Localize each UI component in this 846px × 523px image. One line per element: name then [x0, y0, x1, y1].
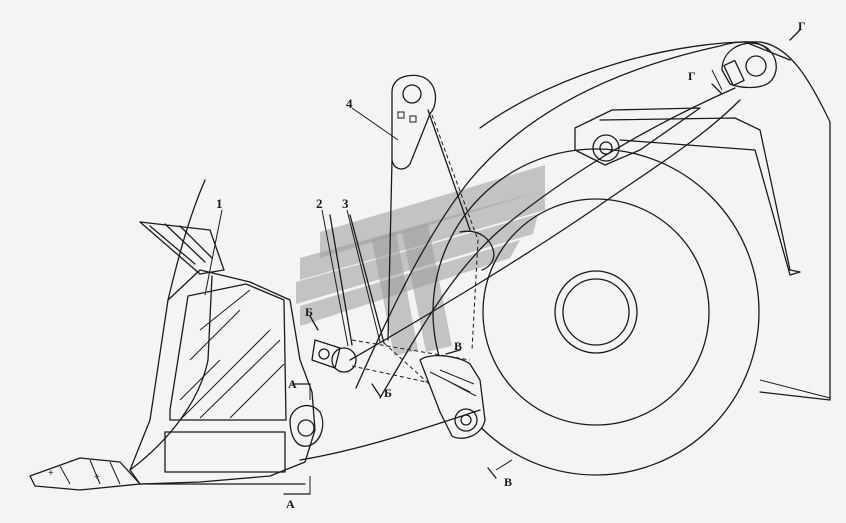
section-label-a-top: А — [288, 377, 297, 391]
bucket-part-1[interactable]: + + — [29, 179, 481, 491]
bucket-hinge — [289, 339, 357, 447]
section-label-b-mid: Б — [384, 386, 392, 400]
lift-cylinder-bracket — [574, 107, 801, 276]
section-marks — [283, 29, 801, 495]
svg-text:+: + — [48, 468, 54, 479]
section-label-v-top: В — [454, 339, 462, 353]
callout-4: 4 — [346, 96, 353, 111]
upper-pivot — [721, 42, 777, 89]
boom-arm[interactable] — [349, 41, 769, 399]
watermark-logo — [296, 165, 545, 356]
section-label-v-bottom: В — [504, 475, 512, 489]
callout-leaders — [204, 107, 399, 347]
svg-text:+: + — [94, 472, 100, 483]
upper-link-part-4[interactable] — [387, 74, 479, 351]
callout-3: 3 — [342, 196, 349, 211]
section-label-b-top: Б — [305, 305, 313, 319]
section-label-g-mid: Г — [688, 69, 696, 83]
callout-1: 1 — [216, 196, 223, 211]
section-label-g-top: Г — [798, 19, 806, 33]
callout-2: 2 — [316, 196, 323, 211]
section-label-a-bottom: А — [286, 497, 295, 511]
